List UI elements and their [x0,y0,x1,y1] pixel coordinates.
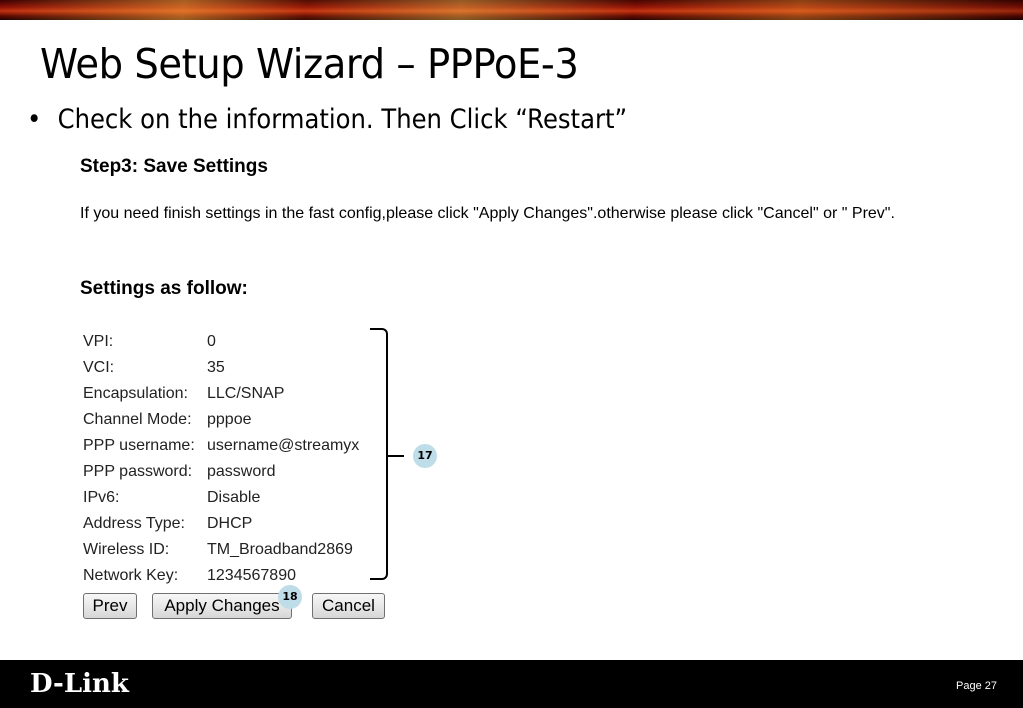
settings-label: PPP password: [83,463,193,480]
apply-changes-button[interactable]: Apply Changes [152,593,292,619]
settings-value: username@streamyx [207,437,360,454]
prev-button[interactable]: Prev [83,593,137,619]
callout-marker-17: 17 [413,444,437,468]
slide-title: Web Setup Wizard – PPPoE-3 [40,40,579,88]
settings-label: Channel Mode: [83,411,192,428]
settings-label: VPI: [83,333,114,350]
settings-label: Network Key: [83,567,179,584]
settings-label: Wireless ID: [83,541,170,558]
settings-value: TM_Broadband2869 [207,541,353,558]
bullet-point: • Check on the information. Then Click “R… [27,102,627,138]
settings-value: 35 [207,359,225,376]
settings-value: DHCP [207,515,253,532]
footer-bar: D-Link Page 27 [0,660,1023,708]
settings-value: 1234567890 [207,567,296,584]
settings-value: 0 [207,333,216,350]
settings-value: Disable [207,489,261,506]
settings-value: pppoe [207,411,252,428]
settings-section-title: Settings as follow: [80,278,248,299]
top-decorative-banner [0,0,1023,20]
step-title: Step3: Save Settings [80,156,268,177]
settings-label: PPP username: [83,437,195,454]
bullet-marker: • [27,104,42,135]
settings-value: password [207,463,276,480]
settings-bracket [370,328,388,580]
dlink-logo: D-Link [30,669,129,699]
settings-label: IPv6: [83,489,120,506]
callout-marker-18: 18 [278,585,302,609]
settings-label: Encapsulation: [83,385,188,402]
cancel-button[interactable]: Cancel [312,593,385,619]
settings-value: LLC/SNAP [207,385,285,402]
bullet-text: Check on the information. Then Click “Re… [57,104,628,135]
settings-bracket-pointer [388,455,404,457]
settings-label: VCI: [83,359,115,376]
instruction-text: If you need finish settings in the fast … [80,205,895,222]
settings-label: Address Type: [83,515,185,532]
page-number: Page 27 [956,680,997,692]
